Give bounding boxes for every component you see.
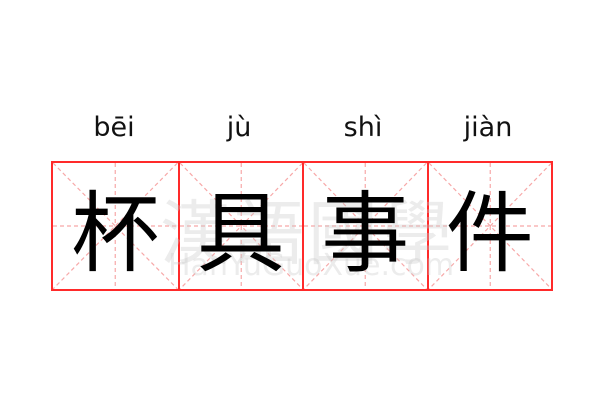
guide-lines	[304, 163, 427, 289]
character: 杯	[71, 181, 160, 285]
character: 事	[321, 181, 410, 285]
guide-line	[53, 163, 178, 289]
character-grid: 杯 具 事 件	[51, 161, 553, 291]
character-cell: 具	[177, 163, 303, 289]
character-cell: 杯	[53, 163, 178, 289]
pinyin-3: shì	[343, 112, 383, 143]
character-cell: 事	[302, 163, 427, 289]
guide-lines	[53, 163, 178, 289]
pinyin-2: jù	[226, 112, 252, 143]
character: 具	[196, 181, 285, 285]
guide-line	[53, 163, 178, 289]
guide-lines	[429, 163, 552, 289]
character: 件	[445, 181, 534, 285]
character-cell: 件	[426, 163, 552, 289]
pinyin-1: bēi	[93, 112, 135, 143]
pinyin-4: jiàn	[463, 112, 513, 143]
guide-lines	[180, 163, 303, 289]
